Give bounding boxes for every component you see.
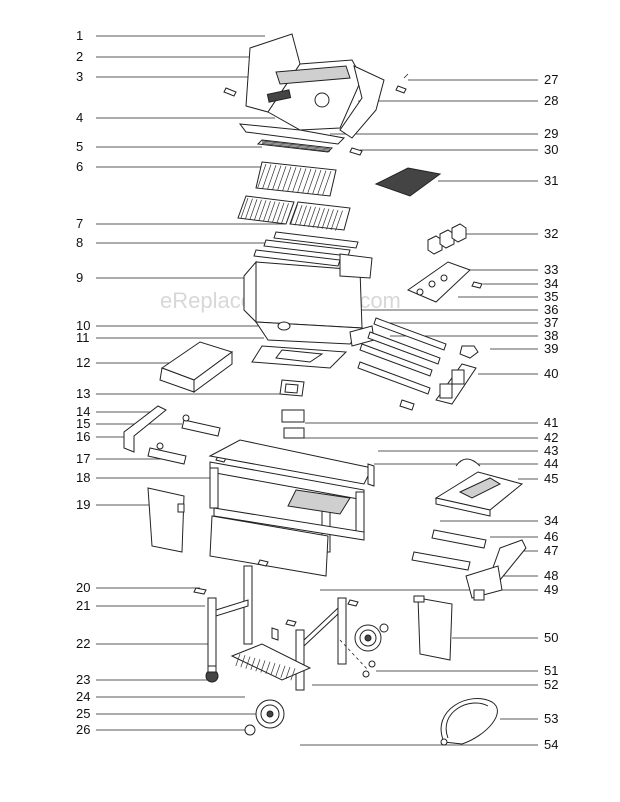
callout-15: 15	[76, 416, 90, 431]
callout-33: 33	[544, 262, 558, 277]
part-catch-pans	[281, 409, 305, 439]
callout-26: 26	[76, 722, 90, 737]
part-cookbox	[243, 253, 373, 345]
callout-49: 49	[544, 582, 558, 597]
part-bottom-shelf	[230, 643, 312, 681]
part-caster	[205, 665, 219, 683]
callout-16: 16	[76, 429, 90, 444]
callout-44: 44	[544, 456, 558, 471]
part-hose-regulator	[440, 698, 498, 746]
callout-19: 19	[76, 497, 90, 512]
callout-54: 54	[544, 737, 558, 752]
callout-22: 22	[76, 636, 90, 651]
callout-14: 14	[76, 404, 90, 419]
part-right-handle	[411, 529, 527, 601]
callout-layer: 1234567891011121314151617181920212223242…	[76, 28, 558, 752]
part-heat-deflector	[374, 167, 442, 197]
callout-41: 41	[544, 415, 558, 430]
callout-3: 3	[76, 69, 83, 84]
part-flavorizer-bars	[253, 231, 359, 267]
callout-39: 39	[544, 341, 558, 356]
callout-30: 30	[544, 142, 558, 157]
part-wheels	[244, 623, 389, 736]
callout-18: 18	[76, 470, 90, 485]
callout-10: 10	[76, 318, 90, 333]
callout-31: 31	[544, 173, 558, 188]
part-control-panel	[406, 223, 483, 303]
part-right-side-panel	[413, 595, 453, 661]
callout-21: 21	[76, 598, 90, 613]
callout-25: 25	[76, 706, 90, 721]
callout-37: 37	[544, 315, 558, 330]
callout-8: 8	[76, 235, 83, 250]
callout-42: 42	[544, 430, 558, 445]
callout-20: 20	[76, 580, 90, 595]
callout-53: 53	[544, 711, 558, 726]
part-left-handle	[123, 405, 233, 465]
callout-34b: 34	[544, 513, 558, 528]
part-burner-tubes	[349, 317, 447, 411]
part-warming-rack	[256, 139, 334, 153]
part-bottom-tray	[251, 345, 348, 397]
part-valve-assembly	[435, 345, 479, 405]
callout-50: 50	[544, 630, 558, 645]
callout-35: 35	[544, 289, 558, 304]
callout-11: 11	[76, 330, 90, 345]
callout-2: 2	[76, 49, 83, 64]
callout-45: 45	[544, 471, 558, 486]
callout-38: 38	[544, 328, 558, 343]
callout-36: 36	[544, 302, 558, 317]
callout-29: 29	[544, 126, 558, 141]
callout-32: 32	[544, 226, 558, 241]
callout-46: 46	[544, 529, 558, 544]
callout-13: 13	[76, 386, 90, 401]
callout-7: 7	[76, 216, 83, 231]
callout-48: 48	[544, 568, 558, 583]
callout-5: 5	[76, 139, 83, 154]
part-cart-legs	[193, 559, 359, 691]
callout-17: 17	[76, 451, 90, 466]
part-lid-assembly	[223, 33, 409, 156]
callout-40: 40	[544, 366, 558, 381]
callout-4: 4	[76, 110, 83, 125]
callout-34a: 34	[544, 276, 558, 291]
callout-24: 24	[76, 689, 90, 704]
part-left-side-panel	[147, 487, 185, 553]
callout-47: 47	[544, 543, 558, 558]
callout-52: 52	[544, 677, 558, 692]
callout-1: 1	[76, 28, 83, 43]
callout-12: 12	[76, 355, 90, 370]
callout-28: 28	[544, 93, 558, 108]
callout-23: 23	[76, 672, 90, 687]
part-shelf-hardware	[271, 619, 376, 678]
callout-27: 27	[544, 72, 558, 87]
part-cooking-grates	[237, 195, 351, 231]
callout-51: 51	[544, 663, 558, 678]
callout-43: 43	[544, 443, 558, 458]
part-rack	[255, 161, 337, 197]
part-cart-frame	[208, 439, 375, 577]
callout-6: 6	[76, 159, 83, 174]
part-right-side-table	[434, 458, 524, 517]
part-side-table	[159, 341, 234, 393]
callout-9: 9	[76, 270, 83, 285]
